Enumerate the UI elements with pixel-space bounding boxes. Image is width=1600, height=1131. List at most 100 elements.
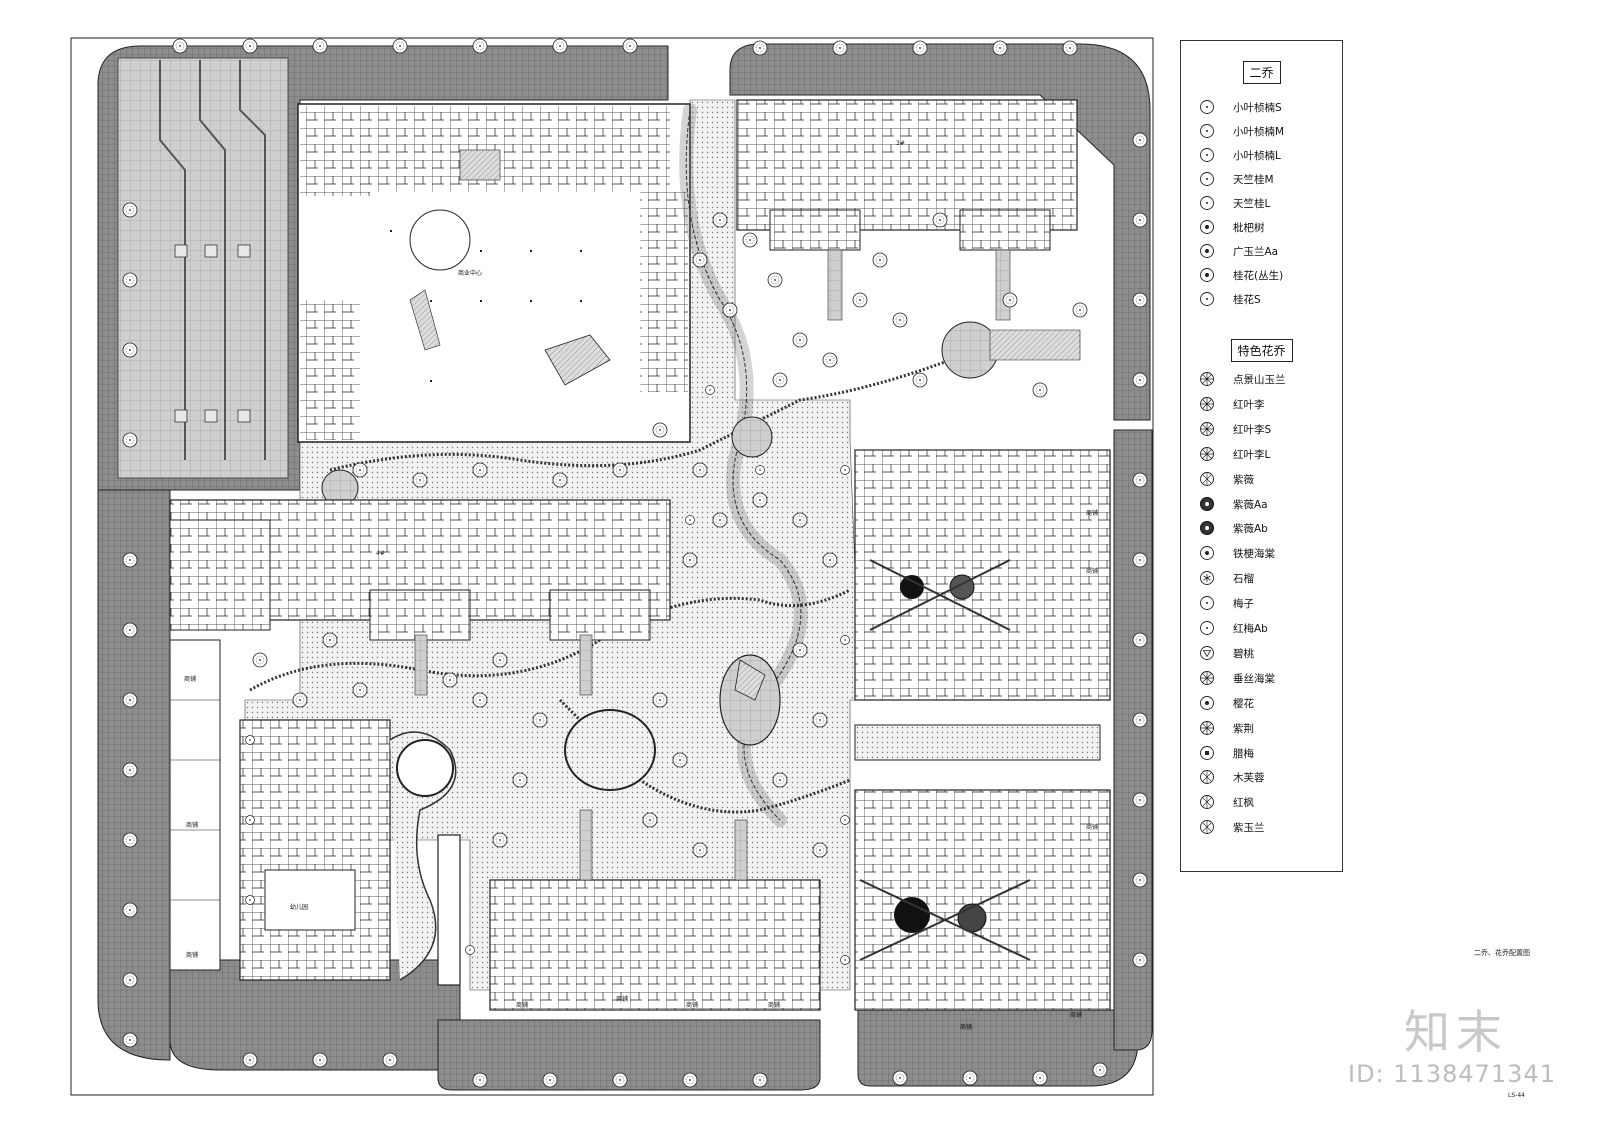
label-shop-east-1: 商铺: [1086, 510, 1099, 517]
legend-item: 紫薇: [1181, 469, 1342, 491]
legend-item-label: 枇杷树: [1233, 222, 1265, 234]
legend-item-label: 红叶李: [1233, 398, 1265, 411]
legend-item-label: 红叶李L: [1233, 448, 1271, 461]
label-building-4: 4#: [376, 550, 385, 557]
legend-item: 梅子: [1181, 593, 1342, 615]
legend-item: 紫薇Aa: [1181, 494, 1342, 516]
cluster-circle-icon: [1199, 267, 1215, 283]
legend-item-label: 紫薇Aa: [1233, 498, 1268, 511]
legend-item-label: 红叶李S: [1233, 423, 1272, 436]
legend-item: 天竺桂L: [1181, 193, 1342, 215]
legend-item: 桂花S: [1181, 289, 1342, 311]
legend-item: 天竺桂M: [1181, 169, 1342, 191]
label-shop-south-3: 商铺: [616, 996, 629, 1003]
star-tree-s-icon: [1199, 421, 1215, 437]
legend-item: 红枫: [1181, 792, 1342, 814]
label-commercial-center: 商业中心: [458, 270, 483, 277]
legend-item-label: 木芙蓉: [1233, 772, 1265, 785]
legend-item: 紫玉兰: [1181, 817, 1342, 839]
legend-item-label: 小叶桢楠S: [1233, 102, 1282, 114]
label-shop-east-2: 商铺: [1086, 568, 1099, 575]
legend-item: 桂花(丛生): [1181, 265, 1342, 287]
legend-item-label: 腊梅: [1233, 747, 1254, 760]
legend-item: 红梅Ab: [1181, 618, 1342, 640]
dotted-circle-icon: [1199, 219, 1215, 235]
dot-circle-icon: [1199, 695, 1215, 711]
square-dot-icon: [1199, 745, 1215, 761]
circle-l-icon: [1199, 195, 1215, 211]
label-shop-west-3: 商铺: [186, 952, 199, 959]
legend-item: 红叶李: [1181, 394, 1342, 416]
hatched-tree-icon: [1199, 471, 1215, 487]
label-shop-south-5: 商铺: [768, 1002, 781, 1009]
legend-item-label: 广玉兰Aa: [1233, 246, 1279, 258]
legend-item-label: 梅子: [1233, 598, 1254, 611]
label-kindergarten: 幼儿园: [290, 904, 309, 911]
label-shop-west-1: 商铺: [184, 676, 197, 683]
sunburst-icon: [1199, 670, 1215, 686]
legend-item: 腊梅: [1181, 743, 1342, 765]
label-shop-south-1: 商铺: [960, 1024, 973, 1031]
circle-m-icon: [1199, 171, 1215, 187]
label-building-3: 3#: [896, 140, 905, 147]
legend-item: 枇杷树: [1181, 217, 1342, 239]
legend-item-label: 樱花: [1233, 697, 1254, 710]
legend-item: 点景山玉兰: [1181, 369, 1342, 391]
label-shop-south-4: 商铺: [686, 1002, 699, 1009]
legend-item: 石榴: [1181, 568, 1342, 590]
legend-item-label: 紫荆: [1233, 722, 1254, 735]
legend-item: 碧桃: [1181, 643, 1342, 665]
legend-item-label: 铁梗海棠: [1233, 548, 1275, 561]
circle-ab-icon: [1199, 620, 1215, 636]
legend-item: 广玉兰Aa: [1181, 241, 1342, 263]
legend-item: 紫薇Ab: [1181, 518, 1342, 540]
label-shop-east-3: 商铺: [1086, 824, 1099, 831]
legend-item: 小叶桢楠L: [1181, 145, 1342, 167]
spiky-circle-icon: [1199, 243, 1215, 259]
legend-item: 樱花: [1181, 693, 1342, 715]
small-circle-l-icon: [1199, 147, 1215, 163]
legend-item-label: 紫玉兰: [1233, 822, 1265, 835]
legend-item-label: 点景山玉兰: [1233, 374, 1286, 386]
star-tree-l-icon: [1199, 446, 1215, 462]
legend-item: 垂丝海棠: [1181, 668, 1342, 690]
legend-item-label: 紫薇: [1233, 473, 1254, 486]
dark-tree-icon: [1199, 496, 1215, 512]
legend-item-label: 桂花S: [1233, 294, 1261, 306]
legend-item-label: 石榴: [1233, 573, 1254, 586]
legend-item-label: 红梅Ab: [1233, 623, 1268, 635]
id-watermark: ID: 1138471341: [1348, 1060, 1556, 1088]
circle-s-icon: [1199, 291, 1215, 307]
label-shop-east-4: 商铺: [1070, 1012, 1083, 1019]
legend-item-label: 紫薇Ab: [1233, 523, 1268, 536]
legend-item-label: 小叶桢楠M: [1233, 126, 1285, 138]
triangle-icon: [1199, 645, 1215, 661]
brand-watermark: 知末: [1404, 1005, 1508, 1059]
drawing-caption: 二乔、花乔配置图: [1474, 949, 1530, 957]
leaf-tree-icon: [1199, 794, 1215, 810]
legend-item: 铁梗海棠: [1181, 543, 1342, 565]
legend-section-title-2: 特色花乔: [1230, 339, 1293, 362]
radial-tree-icon: [1199, 371, 1215, 387]
legend-item-label: 天竺桂L: [1233, 198, 1271, 210]
legend-item-label: 红枫: [1233, 797, 1254, 810]
legend-item: 木芙蓉: [1181, 767, 1342, 789]
legend-item: 红叶李L: [1181, 444, 1342, 466]
petal-tree-icon: [1199, 819, 1215, 835]
label-shop-west-2: 商铺: [186, 822, 199, 829]
plant-legend: 二乔 小叶桢楠S 小叶桢楠M 小叶桢楠L 天竺桂M 天竺桂L 枇杷树广玉兰Aa 桂花(丛生)…: [1180, 40, 1343, 872]
legend-item: 小叶桢楠S: [1181, 97, 1342, 119]
label-shop-south-2: 商铺: [516, 1002, 529, 1009]
legend-item: 紫荆: [1181, 718, 1342, 740]
legend-section-title-1: 二乔: [1242, 61, 1281, 84]
small-circle-s-icon: [1199, 99, 1215, 115]
legend-item-label: 天竺桂M: [1233, 174, 1274, 186]
legend-item-label: 垂丝海棠: [1233, 672, 1275, 685]
star-tree-icon: [1199, 396, 1215, 412]
legend-item: 小叶桢楠M: [1181, 121, 1342, 143]
legend-item-label: 桂花(丛生): [1233, 270, 1284, 282]
circle-aa-icon: [1199, 595, 1215, 611]
small-circle-m-icon: [1199, 123, 1215, 139]
swirl-tree-icon: [1199, 769, 1215, 785]
